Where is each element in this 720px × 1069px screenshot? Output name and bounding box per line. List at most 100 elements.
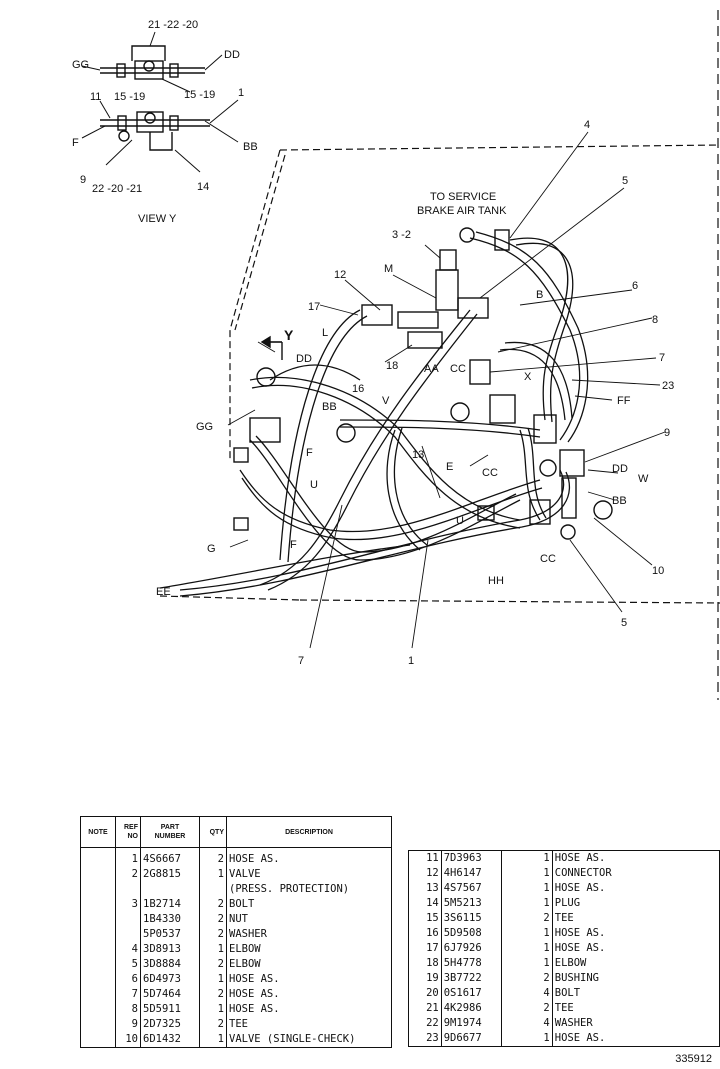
callout-y: Y xyxy=(284,327,294,343)
hose-routing-diagram: 21 -22 -20 DD GG 15 -19 11 15 -19 1 F BB… xyxy=(72,10,720,700)
cell-qty xyxy=(199,882,227,897)
cell-desc: (PRESS. PROTECTION) xyxy=(229,883,350,895)
cell-note xyxy=(80,882,116,897)
cell-part: 6J7926 xyxy=(441,941,503,956)
callout-cc-3: CC xyxy=(540,553,556,565)
cell-ref: 8 xyxy=(115,1002,141,1017)
header-ref-line-1: REF xyxy=(124,824,138,831)
cell-ref: 15 xyxy=(408,911,442,926)
cell-qty: 2 xyxy=(199,927,227,942)
cell-part: 5D9508 xyxy=(441,926,503,941)
cell-ref: 14 xyxy=(408,896,442,911)
callout-16: 16 xyxy=(352,383,364,395)
callout-dd-2: DD xyxy=(612,463,628,475)
header-part-line-1: PART xyxy=(160,824,180,831)
cell-part: 5M5213 xyxy=(441,896,503,911)
cell-desc: HOSE AS. xyxy=(554,1032,606,1044)
callout-hh: HH xyxy=(488,575,504,587)
cell-desc: HOSE AS. xyxy=(229,988,280,1000)
callout-gg: GG xyxy=(196,421,213,433)
cell-desc: TEE xyxy=(554,1002,574,1014)
cell-part: 2G8815 xyxy=(140,867,200,882)
annotation-line-1: TO SERVICE xyxy=(430,191,496,203)
header-qty: QTY xyxy=(199,816,227,848)
cell-desc: ELBOW xyxy=(229,943,261,955)
cell-qty: 4 xyxy=(501,986,553,1001)
cell-ref: 5 xyxy=(115,957,141,972)
cell-desc: HOSE AS. xyxy=(554,882,606,894)
callout-10: 10 xyxy=(652,565,664,577)
callout-bb-view: BB xyxy=(243,141,258,153)
cell-ref: 1 xyxy=(115,847,141,867)
cell-note xyxy=(80,1002,116,1017)
cell-ref: 2 xyxy=(115,867,141,882)
cell-part: 5D7464 xyxy=(140,987,200,1002)
callout-aa: AA xyxy=(424,363,439,375)
cell-part: 6D4973 xyxy=(140,972,200,987)
cell-part: 3B7722 xyxy=(441,971,503,986)
cell-note xyxy=(80,972,116,987)
view-y-lower-assembly xyxy=(81,99,239,173)
callout-3-2: 3 -2 xyxy=(392,229,411,241)
cell-ref xyxy=(115,882,141,897)
cell-desc: WASHER xyxy=(229,928,267,940)
cell-note xyxy=(80,912,116,927)
cell-desc: HOSE AS. xyxy=(554,942,606,954)
cell-ref xyxy=(115,912,141,927)
cell-ref: 9 xyxy=(115,1017,141,1032)
callout-6: 6 xyxy=(632,280,638,292)
callout-cc-2: CC xyxy=(482,467,498,479)
cell-ref: 13 xyxy=(408,881,442,896)
cell-desc: BOLT xyxy=(554,987,581,999)
view-arrow xyxy=(260,335,283,360)
cell-note xyxy=(80,987,116,1002)
cell-ref: 17 xyxy=(408,941,442,956)
cell-note xyxy=(80,1032,116,1048)
cell-part: 1B4330 xyxy=(140,912,200,927)
cell-desc: CONNECTOR xyxy=(554,867,612,879)
cell-desc: HOSE AS. xyxy=(229,973,280,985)
callout-dd-view: DD xyxy=(224,49,240,61)
cell-part: 4S6667 xyxy=(140,847,200,867)
cell-ref: 3 xyxy=(115,897,141,912)
header-note: NOTE xyxy=(80,816,116,848)
cell-ref: 18 xyxy=(408,956,442,971)
cell-qty: 1 xyxy=(199,1032,227,1048)
drawing-number: 335912 xyxy=(675,1053,712,1065)
cell-part: 3D8884 xyxy=(140,957,200,972)
cell-qty: 1 xyxy=(199,942,227,957)
cell-part: 9M1974 xyxy=(441,1016,503,1031)
callout-e: E xyxy=(446,461,453,473)
cell-part: 3S6115 xyxy=(441,911,503,926)
cell-part: 5H4778 xyxy=(441,956,503,971)
callout-v: V xyxy=(382,395,390,407)
cell-desc: ELBOW xyxy=(554,957,587,969)
cell-desc: HOSE AS. xyxy=(229,1003,280,1015)
cell-desc: VALVE (SINGLE-CHECK) xyxy=(229,1033,356,1045)
cell-desc: TEE xyxy=(554,912,574,924)
cell-part: 4K2986 xyxy=(441,1001,503,1016)
cell-qty: 1 xyxy=(501,850,553,866)
cell-part: 4S7567 xyxy=(441,881,503,896)
callout-1: 1 xyxy=(408,655,414,667)
cell-qty: 2 xyxy=(199,912,227,927)
cell-ref: 10 xyxy=(115,1032,141,1048)
cell-note xyxy=(80,927,116,942)
cell-part: 4H6147 xyxy=(441,866,503,881)
